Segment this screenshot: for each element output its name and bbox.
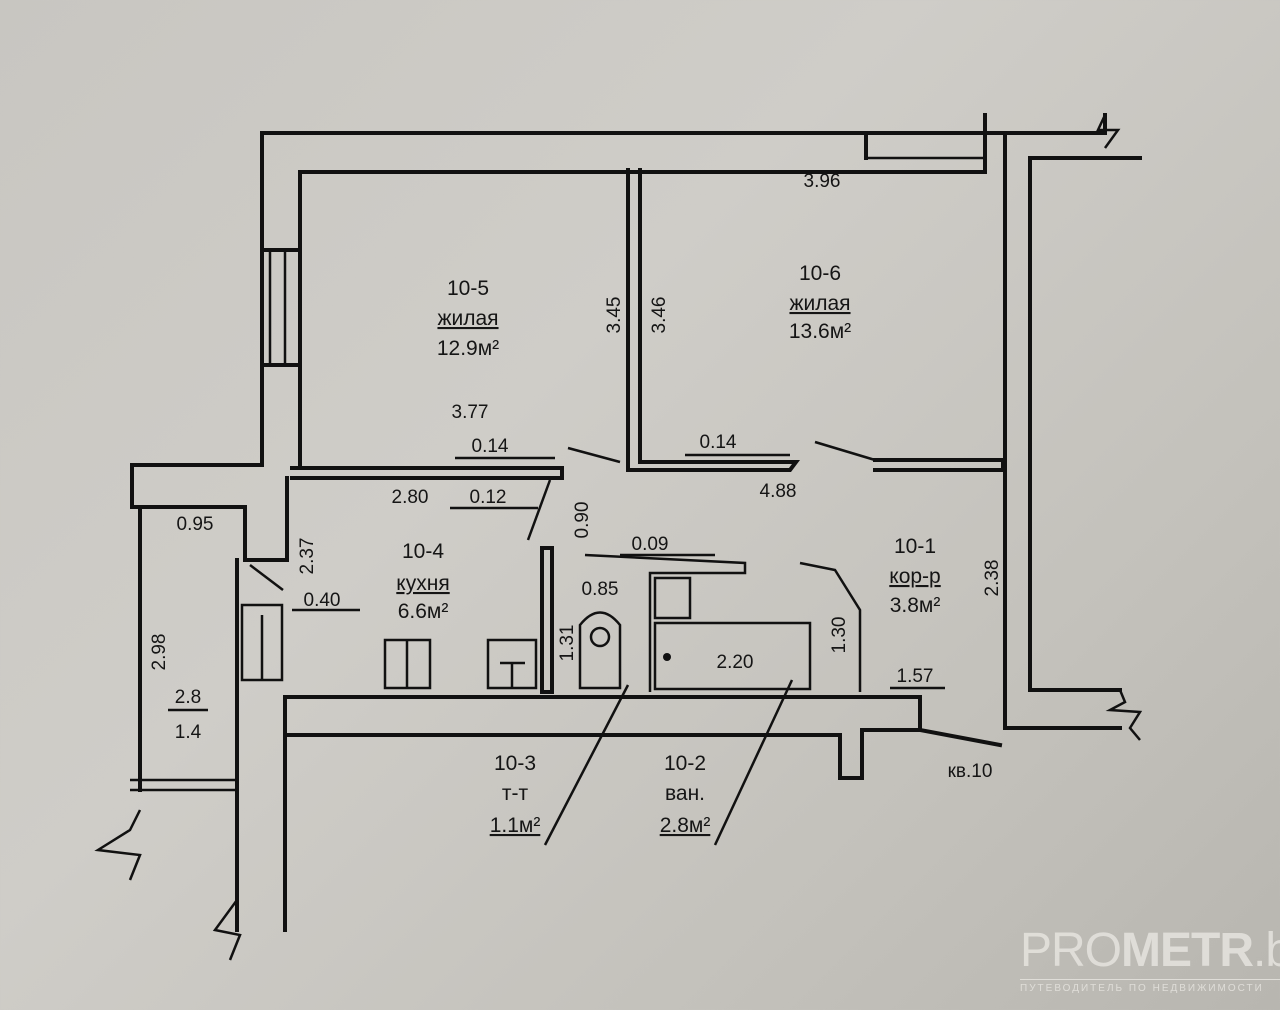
room-10-6-area: 13.6м² (789, 320, 851, 343)
room-10-5-area: 12.9м² (437, 337, 499, 360)
room-10-1-id: 10-1 (894, 535, 936, 558)
room-10-5-id: 10-5 (447, 277, 489, 300)
dim: 0.12 (470, 487, 507, 508)
room-10-1-area: 3.8м² (890, 594, 941, 617)
dim: 0.95 (177, 514, 214, 535)
dim: 0.85 (582, 579, 619, 600)
logo-light: PRO (1020, 924, 1122, 977)
room-10-3-id: 10-3 (494, 752, 536, 775)
balcony-numerator: 2.8 (175, 687, 201, 708)
dim: 1.31 (557, 625, 578, 662)
walls (94, 113, 1143, 961)
logo-suffix: .by (1253, 924, 1280, 977)
watermark-logo: PROMETR.by (1020, 925, 1280, 977)
room-labels: 10-5 жилая 12.9м² 10-6 жилая 13.6м² 10-4… (168, 262, 992, 837)
dim: 3.77 (452, 402, 489, 423)
room-10-4-area: 6.6м² (398, 600, 449, 623)
dim: 0.14 (472, 436, 509, 457)
dim: 2.80 (392, 487, 429, 508)
dim: 0.90 (572, 502, 593, 539)
logo-bold: METR (1121, 924, 1254, 977)
dim: 2.37 (297, 538, 318, 575)
room-10-6-id: 10-6 (799, 262, 841, 285)
dim: 2.98 (149, 634, 170, 671)
dim: 1.30 (829, 617, 850, 654)
dim: 3.45 (604, 297, 625, 334)
dim: 3.46 (649, 297, 670, 334)
apartment-label: кв.10 (948, 761, 993, 782)
dim: 3.96 (804, 171, 841, 192)
dimensions: 3.96 3.45 3.46 3.77 0.14 0.14 2.80 0.12 … (149, 171, 1003, 687)
room-10-2-type: ван. (665, 782, 705, 805)
dim: 2.38 (982, 560, 1003, 597)
watermark: PROMETR.by ПУТЕВОДИТЕЛЬ ПО НЕДВИЖИМОСТИ (1020, 925, 1280, 994)
watermark-tagline: ПУТЕВОДИТЕЛЬ ПО НЕДВИЖИМОСТИ (1020, 979, 1280, 994)
dim: 0.09 (632, 534, 669, 555)
room-10-2-area: 2.8м² (660, 814, 711, 837)
dim: 0.40 (304, 590, 341, 611)
dim: 1.57 (897, 666, 934, 687)
dim: 4.88 (760, 481, 797, 502)
dim: 2.20 (717, 652, 754, 673)
room-10-3-type: т-т (502, 782, 529, 805)
balcony-denominator: 1.4 (175, 722, 202, 743)
room-10-3-area: 1.1м² (490, 814, 541, 837)
room-10-6-type: жилая (789, 292, 850, 315)
room-10-2-id: 10-2 (664, 752, 706, 775)
room-10-5-type: жилая (437, 307, 498, 330)
room-10-1-type: кор-р (889, 565, 940, 588)
dim: 0.14 (700, 432, 737, 453)
room-10-4-type: кухня (396, 572, 449, 595)
room-10-4-id: 10-4 (402, 540, 444, 563)
